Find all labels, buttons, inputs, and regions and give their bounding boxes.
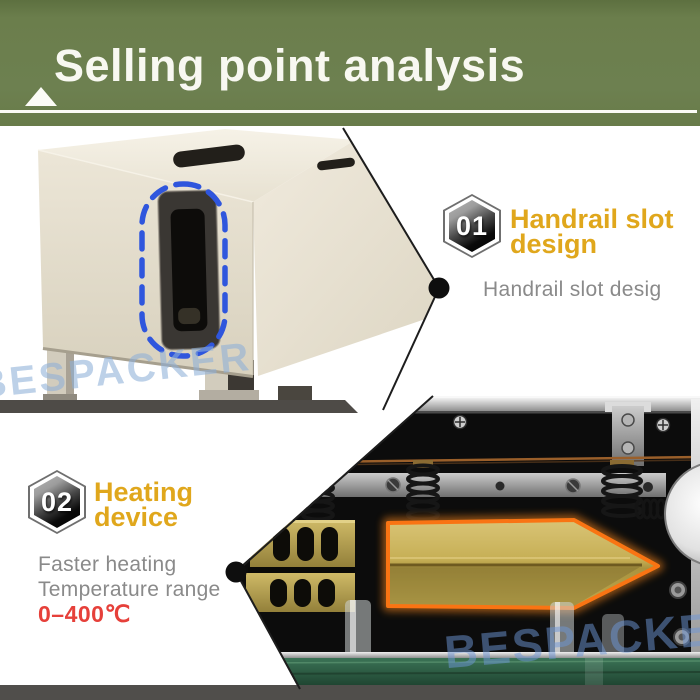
hexagon-badge-02: 02 bbox=[28, 470, 86, 534]
step-number: 01 bbox=[455, 210, 489, 241]
panel-screws bbox=[452, 414, 671, 433]
section-01-title-line2: design bbox=[510, 229, 598, 259]
triangle-marker-icon bbox=[25, 87, 57, 106]
gold-clamp-blocks bbox=[246, 520, 355, 612]
callout-lines bbox=[235, 127, 440, 690]
callout-dot-icon bbox=[428, 277, 450, 299]
top-rail bbox=[235, 398, 700, 411]
machine-legs bbox=[43, 348, 312, 402]
machine-body bbox=[37, 129, 439, 378]
section-02-description-line1: Faster heating bbox=[38, 553, 177, 576]
roller-wheel bbox=[664, 461, 700, 567]
heating-element bbox=[382, 514, 664, 614]
top-handle-slot bbox=[173, 144, 245, 168]
banner-underline bbox=[0, 110, 697, 113]
photo-heating-device: BESPACKER bbox=[235, 396, 700, 691]
section-02-title-line2: device bbox=[94, 502, 179, 532]
spring-rail bbox=[294, 473, 666, 497]
section-02-title-line1: Heating bbox=[94, 477, 194, 507]
conveyor-belt bbox=[235, 658, 700, 687]
photo-machine-exterior: BESPACKER bbox=[0, 127, 439, 413]
section-02-description: Faster heating Temperature range 0–400℃ bbox=[38, 552, 221, 627]
lower-screws bbox=[669, 581, 691, 646]
heater-highlight-outline bbox=[386, 518, 660, 610]
belt-rod bbox=[235, 652, 700, 658]
slot-highlight-dashed-box bbox=[139, 181, 228, 359]
guide-posts bbox=[345, 600, 624, 660]
top-vent-slot bbox=[317, 157, 355, 171]
step-number: 02 bbox=[40, 486, 74, 517]
header-banner: Selling point analysis bbox=[0, 0, 700, 126]
watermark-top: BESPACKER bbox=[0, 335, 254, 408]
section-01-title: Handrail slot design bbox=[510, 204, 674, 259]
callout-dot-icon bbox=[225, 561, 247, 583]
horizontal-coil bbox=[634, 498, 674, 520]
section-02-title: Heating device bbox=[94, 477, 194, 532]
frame-edge bbox=[691, 399, 700, 687]
hexagon-badge-01: 01 bbox=[443, 194, 501, 258]
copper-wire bbox=[237, 455, 700, 465]
temperature-range: 0–400℃ bbox=[38, 601, 131, 627]
compression-springs bbox=[301, 460, 643, 522]
metal-bracket bbox=[605, 402, 651, 466]
bottom-bar bbox=[0, 685, 700, 700]
handrail-slot bbox=[157, 189, 221, 351]
photo-base-bar bbox=[0, 400, 358, 413]
watermark-bottom: BESPACKER bbox=[442, 600, 700, 678]
section-01-title-line1: Handrail slot bbox=[510, 204, 674, 234]
page-title: Selling point analysis bbox=[54, 40, 526, 91]
section-01-description: Handrail slot desig bbox=[483, 278, 662, 301]
section-02-description-line2: Temperature range bbox=[38, 578, 221, 601]
